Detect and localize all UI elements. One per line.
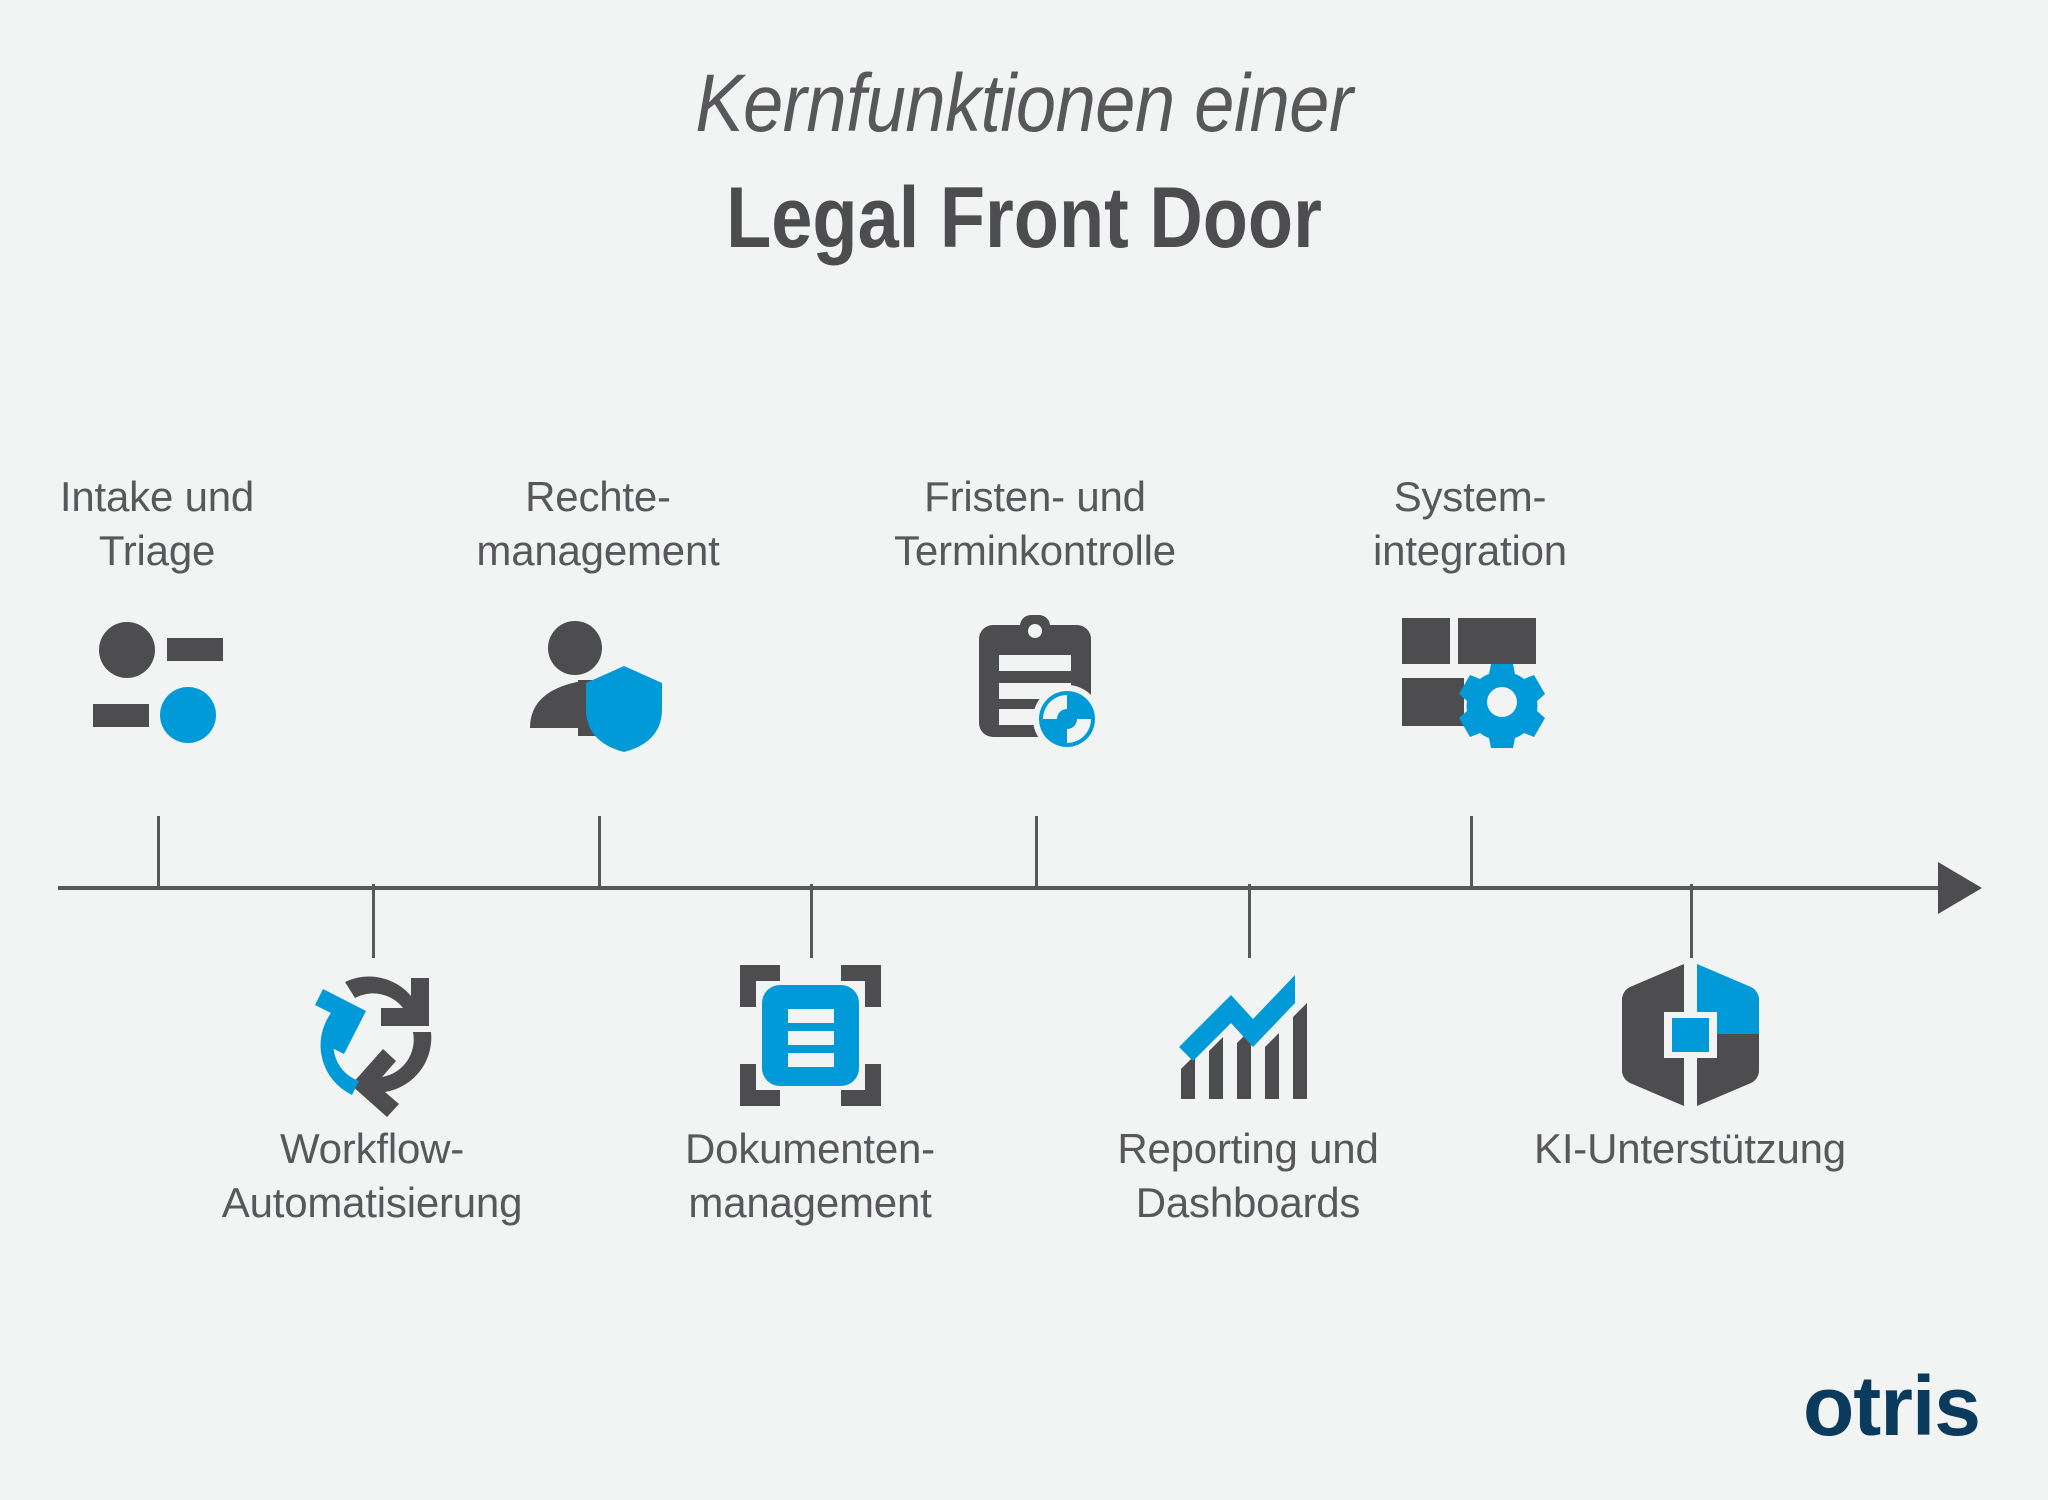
- item-label: System- integration: [1250, 470, 1690, 578]
- item-label-line1: KI-Unterstützung: [1534, 1125, 1846, 1172]
- timeline-tick-top-2: [598, 816, 601, 890]
- user-shield-icon: [518, 608, 678, 758]
- item-label-line1: Dokumenten-: [685, 1125, 935, 1172]
- timeline-tick-bottom-2: [810, 884, 813, 958]
- dashboard-gear-icon: [1390, 608, 1550, 758]
- timeline-tick-bottom-1: [372, 884, 375, 958]
- item-label: Workflow- Automatisierung: [152, 1122, 592, 1230]
- cycle-arrows-icon: [292, 960, 452, 1117]
- item-label-line2: Terminkontrolle: [894, 526, 1176, 574]
- item-label: Dokumenten- management: [590, 1122, 1030, 1230]
- timeline-tick-bottom-3: [1248, 884, 1251, 958]
- item-label-line1: Fristen- und: [924, 473, 1146, 520]
- item-label-line2: management: [476, 526, 720, 574]
- timeline-tick-top-4: [1470, 816, 1473, 890]
- clipboard-globe-icon: [955, 608, 1115, 758]
- page-title: Kernfunktionen einer Legal Front Door: [0, 58, 2048, 266]
- item-label-line2: Triage: [98, 526, 216, 574]
- document-scan-icon: [730, 960, 890, 1110]
- item-label-line2: Dashboards: [1135, 1178, 1361, 1226]
- title-text: Legal Front Door: [726, 169, 1322, 266]
- timeline-axis: [58, 886, 1946, 890]
- triage-filter-icon: [77, 608, 237, 758]
- item-label-line1: Workflow-: [279, 1125, 465, 1172]
- item-label-line1: Intake und: [59, 473, 255, 520]
- item-label: Intake und Triage: [0, 470, 377, 578]
- timeline-tick-top-3: [1035, 816, 1038, 890]
- item-label-line2: management: [688, 1178, 932, 1226]
- timeline-arrow-icon: [1938, 862, 1982, 914]
- otris-logo: otris: [1802, 1359, 1981, 1453]
- bar-chart-trend-icon: [1168, 960, 1328, 1110]
- subtitle-text: Kernfunktionen einer: [695, 58, 1353, 149]
- item-label: Rechte- management: [378, 470, 818, 578]
- item-label-line1: Rechte-: [525, 473, 671, 520]
- item-label-line2: Automatisierung: [221, 1178, 523, 1226]
- item-label-line2: integration: [1373, 526, 1567, 574]
- timeline-tick-top-1: [157, 816, 160, 890]
- item-label-line1: Reporting und: [1117, 1125, 1379, 1172]
- item-label-line1: System-: [1393, 473, 1547, 520]
- ai-chip-hexagon-icon: [1610, 960, 1770, 1110]
- item-label: Fristen- und Terminkontrolle: [815, 470, 1255, 578]
- item-label: Reporting und Dashboards: [1028, 1122, 1468, 1230]
- timeline-tick-bottom-4: [1690, 884, 1693, 958]
- item-label: KI-Unterstützung: [1470, 1122, 1910, 1176]
